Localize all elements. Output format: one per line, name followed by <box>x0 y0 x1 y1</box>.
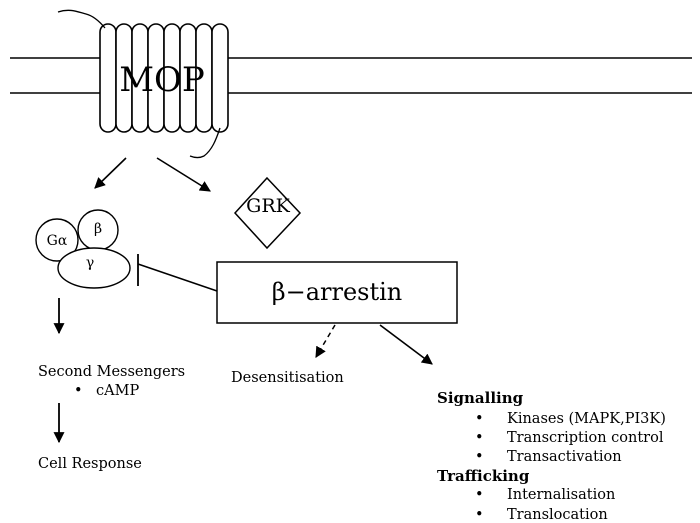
arrow-to-grk <box>156 157 211 192</box>
beta-arrestin: β−arrestin <box>216 261 458 324</box>
beta-arrestin-label: β−arrestin <box>272 278 403 306</box>
g-gamma-label: γ <box>86 255 94 271</box>
grk-diamond <box>233 176 302 250</box>
trafficking-item-translocation: Translocation <box>507 507 608 523</box>
n-terminus-tail <box>57 9 106 29</box>
trafficking-bullet-2: • <box>475 507 484 523</box>
signalling-title: Signalling <box>437 389 524 407</box>
signalling-item-kinases: Kinases (MAPK,PI3K) <box>507 411 666 427</box>
trafficking-item-internalisation: Internalisation <box>507 487 615 503</box>
inhibition-line <box>137 254 218 292</box>
arrow-to-g-protein <box>94 157 127 189</box>
desensitisation-label: Desensitisation <box>231 370 344 386</box>
second-messengers-item-camp: cAMP <box>96 383 139 399</box>
g-alpha-subunit <box>35 218 79 262</box>
trafficking-bullet-1: • <box>475 487 484 503</box>
arrow-to-desensitisation <box>315 324 336 358</box>
signalling-item-transcription: Transcription control <box>507 430 664 446</box>
grk-kinase: GRK <box>233 176 302 250</box>
cell-response-label: Cell Response <box>38 456 142 472</box>
transmembrane-helices <box>99 23 229 133</box>
mop-receptor: MOP <box>57 9 229 159</box>
second-messengers-bullet: • <box>74 383 83 399</box>
mop-label: MOP <box>119 60 205 100</box>
trafficking-title: Trafficking <box>437 467 530 485</box>
second-messengers-title: Second Messengers <box>38 364 185 380</box>
grk-label: GRK <box>246 195 290 217</box>
beta-arrestin-box <box>216 261 458 324</box>
signalling-bullet-3: • <box>475 449 484 465</box>
signalling-bullet-1: • <box>475 411 484 427</box>
signalling-item-transactivation: Transactivation <box>507 449 622 465</box>
g-protein-complex <box>35 209 131 289</box>
arrow-to-signalling <box>379 324 433 365</box>
g-beta-label: β <box>94 221 102 237</box>
g-alpha-label: Gα <box>47 233 68 249</box>
g-gamma-subunit <box>57 247 131 289</box>
c-terminus-tail <box>189 127 221 159</box>
signalling-bullet-2: • <box>475 430 484 446</box>
